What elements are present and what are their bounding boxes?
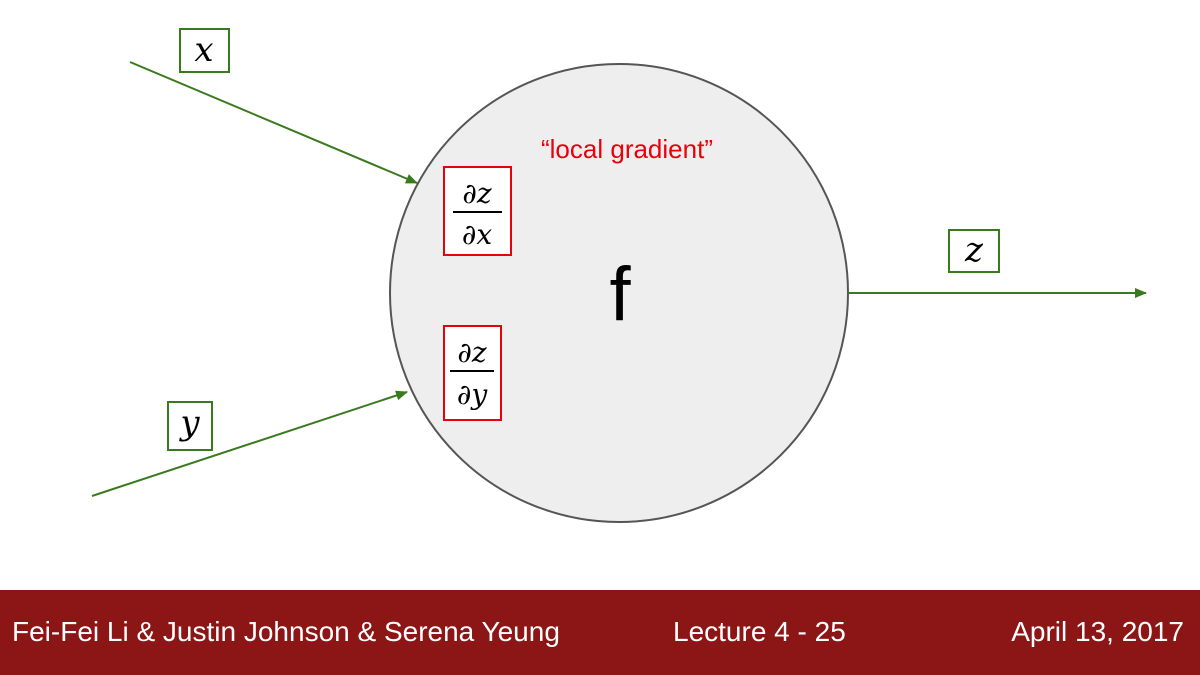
output-z-label: z [948,229,1000,273]
gradient-dz-dx-denominator: ∂x [462,218,492,251]
computational-graph-diagram: x y z “local gradient” f ∂z ∂x ∂z ∂y [91,28,1147,523]
gradient-dz-dx-numerator: ∂z [462,177,491,210]
gradient-dz-dy-box: ∂z ∂y [443,325,502,421]
gradient-dz-dy-denominator: ∂y [457,378,488,411]
footer-date: April 13, 2017 [1011,616,1184,647]
function-label: f [609,252,631,337]
local-gradient-annotation: “local gradient” [541,134,713,164]
output-z-text: z [964,230,984,270]
input-x-text: x [194,30,213,70]
gradient-dz-dy-numerator: ∂z [457,336,486,369]
footer-authors: Fei-Fei Li & Justin Johnson & Serena Yeu… [12,616,560,647]
input-y-text: y [178,403,200,443]
input-y-label: y [167,401,213,451]
gradient-dz-dx-box: ∂z ∂x [443,166,512,256]
footer-bar: Fei-Fei Li & Justin Johnson & Serena Yeu… [0,590,1200,675]
edge-y-to-node [91,390,408,497]
footer-lecture-number: Lecture 4 - 25 [673,616,846,647]
edge-x-to-node [129,61,418,184]
input-x-label: x [179,28,230,73]
